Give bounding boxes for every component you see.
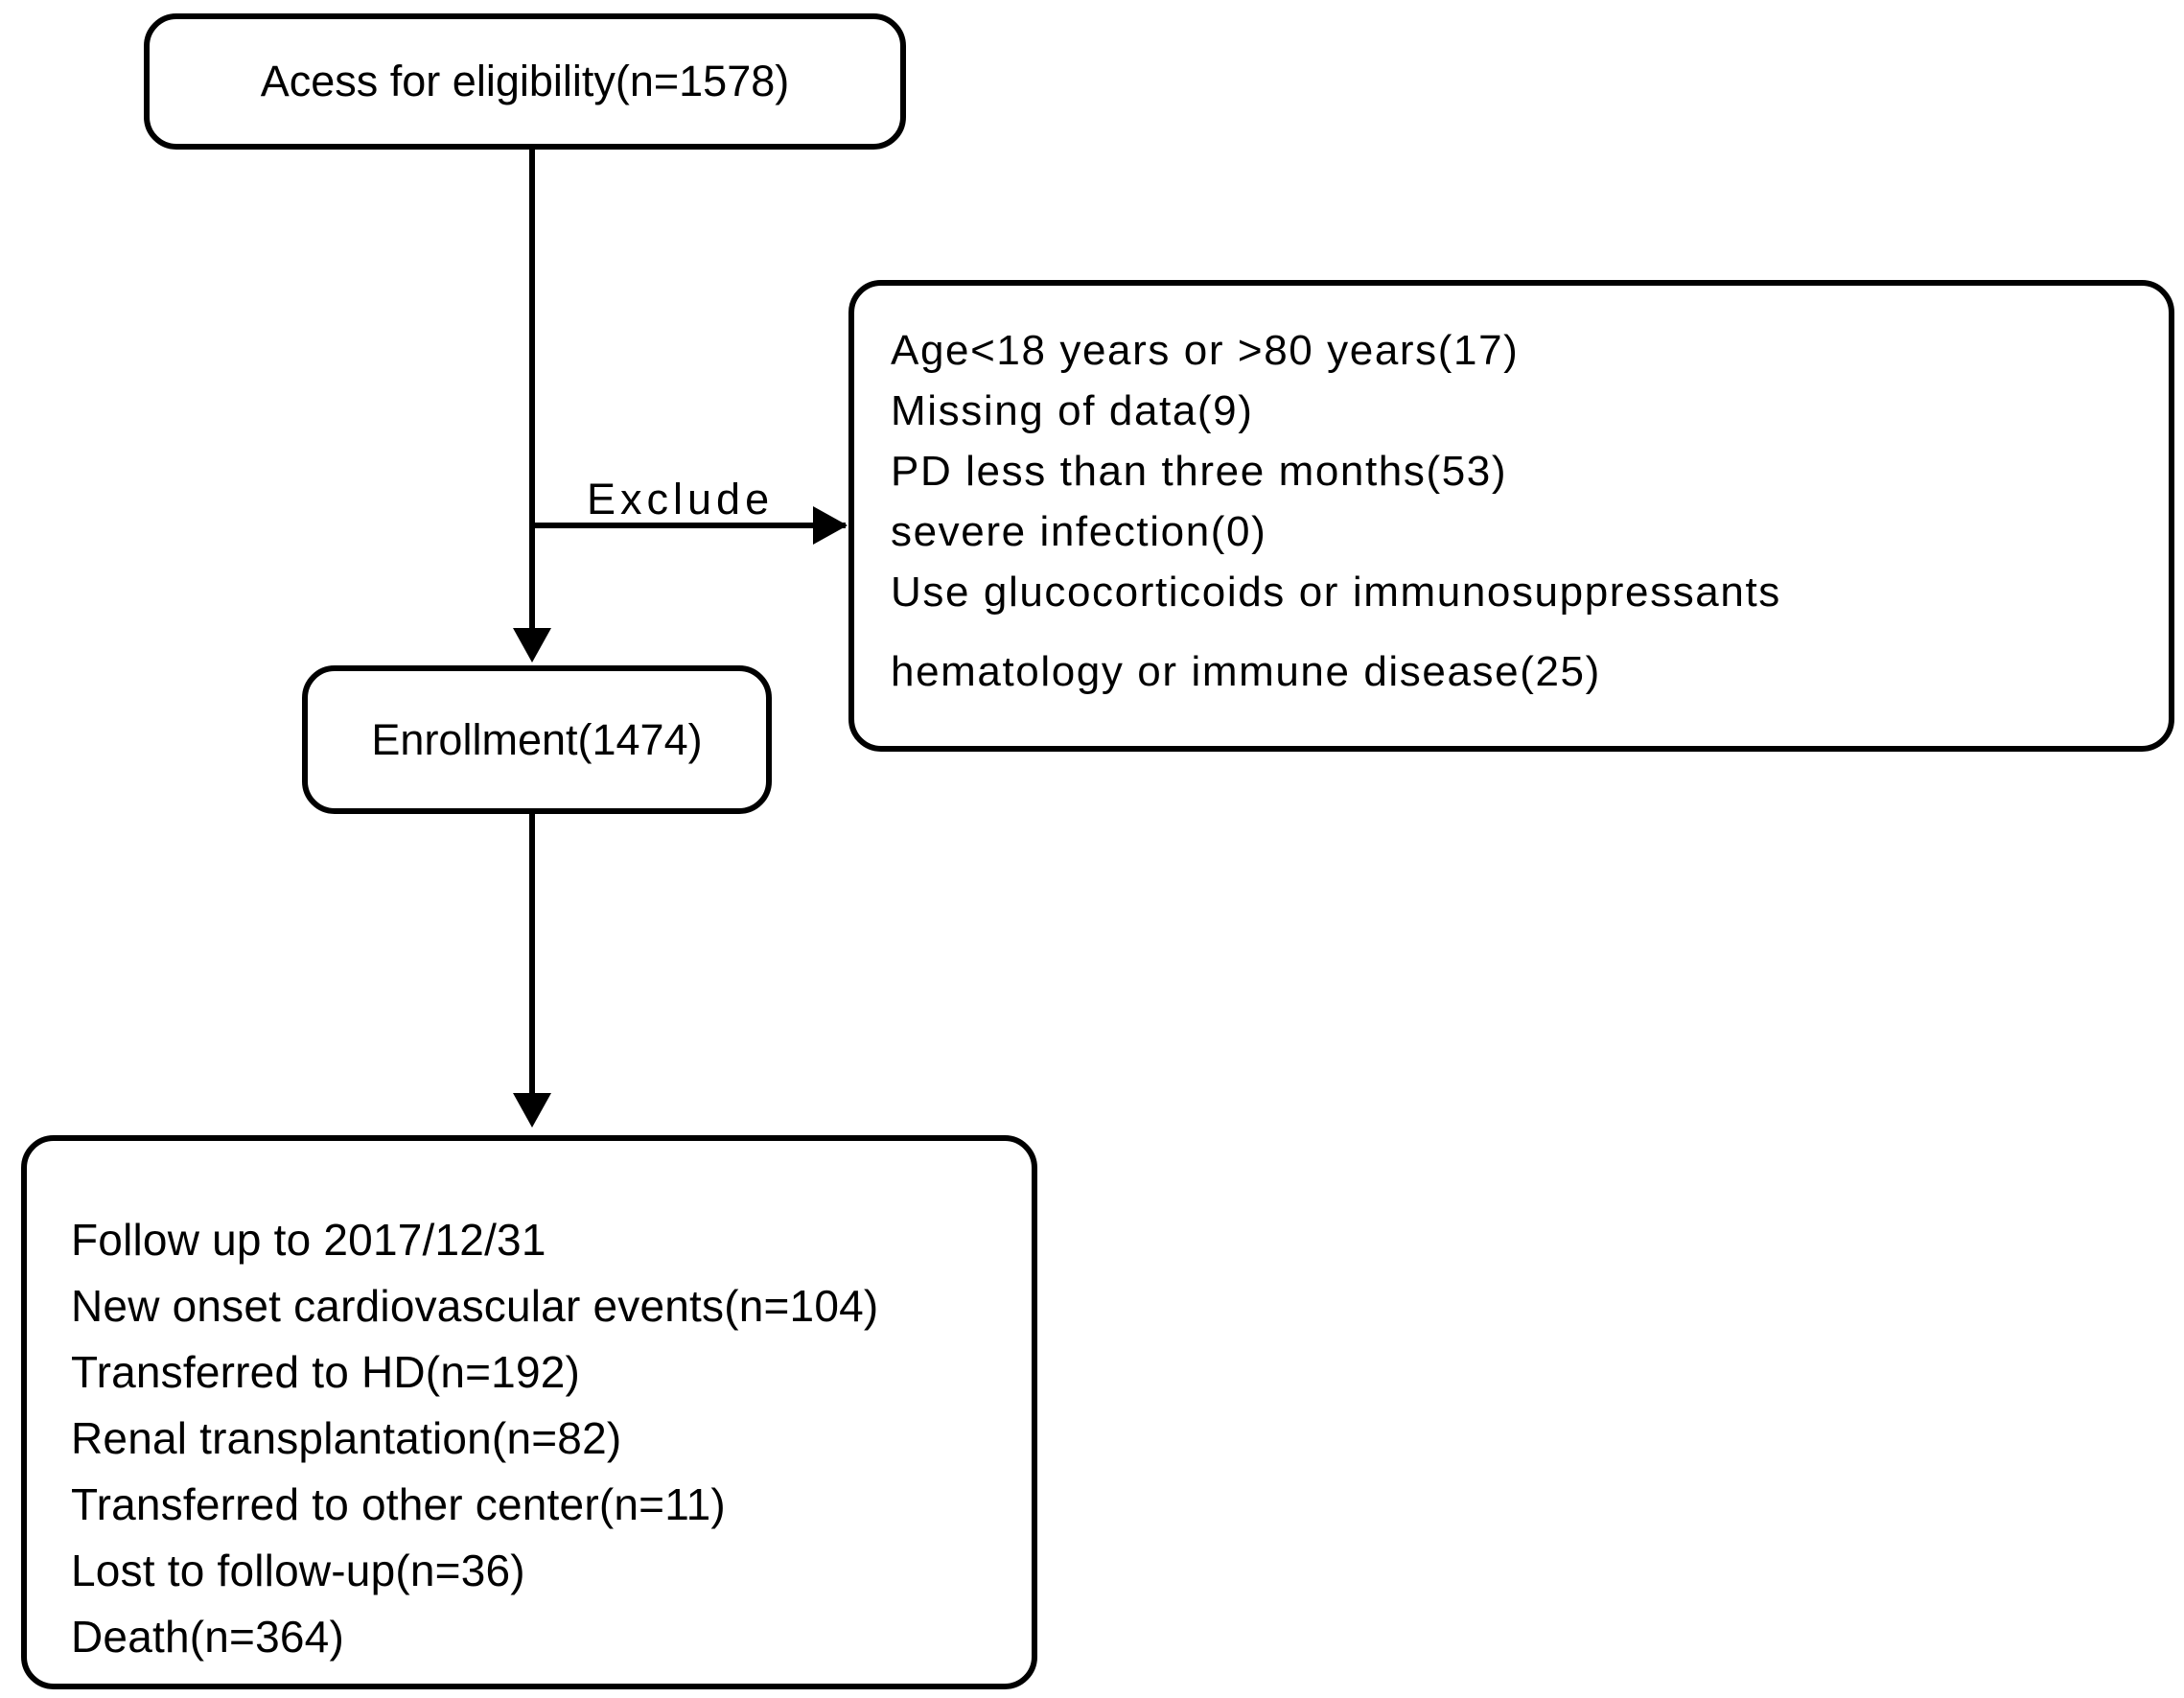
- connector-eligibility-to-exclusion: [529, 523, 846, 528]
- arrowhead-right-to-exclusion: [813, 506, 848, 545]
- edge-label-exclude: Exclude: [587, 475, 775, 523]
- connector-enrollment-to-followup: [529, 814, 535, 1098]
- node-exclusion-criteria[interactable]: Age<18 years or >80 years(17) Missing of…: [848, 280, 2174, 752]
- node-access-for-eligibility-label: Acess for eligibility(n=1578): [260, 57, 790, 106]
- exclusion-line: Age<18 years or >80 years(17): [891, 327, 1520, 374]
- node-enrollment[interactable]: Enrollment(1474): [302, 665, 772, 814]
- exclusion-line: Use glucocorticoids or immunosuppressant…: [891, 569, 1781, 616]
- followup-line: Lost to follow-up(n=36): [71, 1546, 525, 1595]
- exclusion-line: severe infection(0): [891, 508, 1267, 555]
- exclusion-line: Missing of data(9): [891, 387, 1254, 434]
- followup-line: Renal transplantation(n=82): [71, 1413, 622, 1463]
- followup-line: Transferred to other center(n=11): [71, 1479, 726, 1529]
- node-access-for-eligibility[interactable]: Acess for eligibility(n=1578): [144, 13, 906, 150]
- followup-line: Death(n=364): [71, 1612, 344, 1662]
- connector-eligibility-to-enrollment: [529, 150, 535, 635]
- arrowhead-down-to-followup: [513, 1093, 551, 1128]
- followup-line: New onset cardiovascular events(n=104): [71, 1281, 879, 1331]
- node-followup-outcomes[interactable]: Follow up to 2017/12/31 New onset cardio…: [21, 1135, 1037, 1689]
- node-enrollment-label: Enrollment(1474): [371, 714, 703, 764]
- exclusion-line: hematology or immune disease(25): [891, 648, 1601, 695]
- exclusion-line: PD less than three months(53): [891, 448, 1508, 495]
- followup-line: Transferred to HD(n=192): [71, 1347, 581, 1397]
- arrowhead-down-to-enrollment: [513, 628, 551, 663]
- followup-line: Follow up to 2017/12/31: [71, 1215, 546, 1265]
